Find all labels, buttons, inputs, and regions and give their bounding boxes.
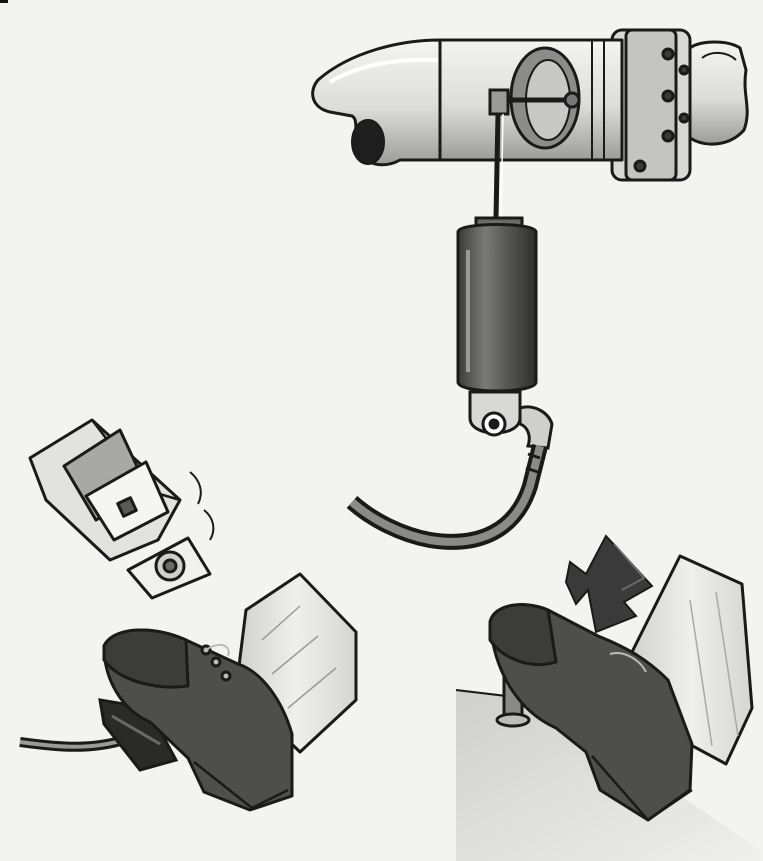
vacuum-cylinder-icon <box>458 218 552 448</box>
exhaust-pipe-icon <box>313 30 748 180</box>
pressing-arrow-icon <box>566 536 652 632</box>
control-valve-icon <box>30 420 213 598</box>
boot-icon <box>104 574 356 810</box>
